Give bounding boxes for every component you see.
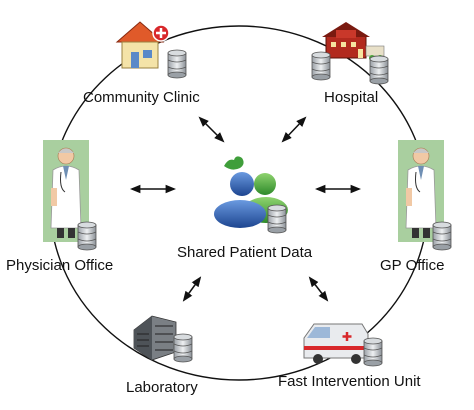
arrow-hospital xyxy=(281,116,307,143)
doctor-icon xyxy=(397,139,452,251)
physician-office-label: Physician Office xyxy=(6,257,114,274)
arrow-laboratory xyxy=(182,276,202,302)
hospital-building-icon xyxy=(311,22,389,85)
doctor-icon xyxy=(42,139,97,251)
ambulance-icon xyxy=(303,323,383,367)
hospital-label: Hospital xyxy=(324,89,379,106)
clinic-building-icon xyxy=(115,21,187,79)
shared-data-people-icon xyxy=(214,156,288,234)
laboratory-label: Laboratory xyxy=(126,379,198,396)
community-clinic-label: Community Clinic xyxy=(83,89,200,106)
arrow-fast-intervention-unit xyxy=(308,276,329,302)
shared-patient-data-label: Shared Patient Data xyxy=(177,244,313,261)
laboratory-building-icon xyxy=(133,315,193,363)
fast-intervention-unit-label: Fast Intervention Unit xyxy=(278,373,421,390)
arrow-community-clinic xyxy=(198,116,225,143)
gp-office-label: GP Office xyxy=(380,257,445,274)
